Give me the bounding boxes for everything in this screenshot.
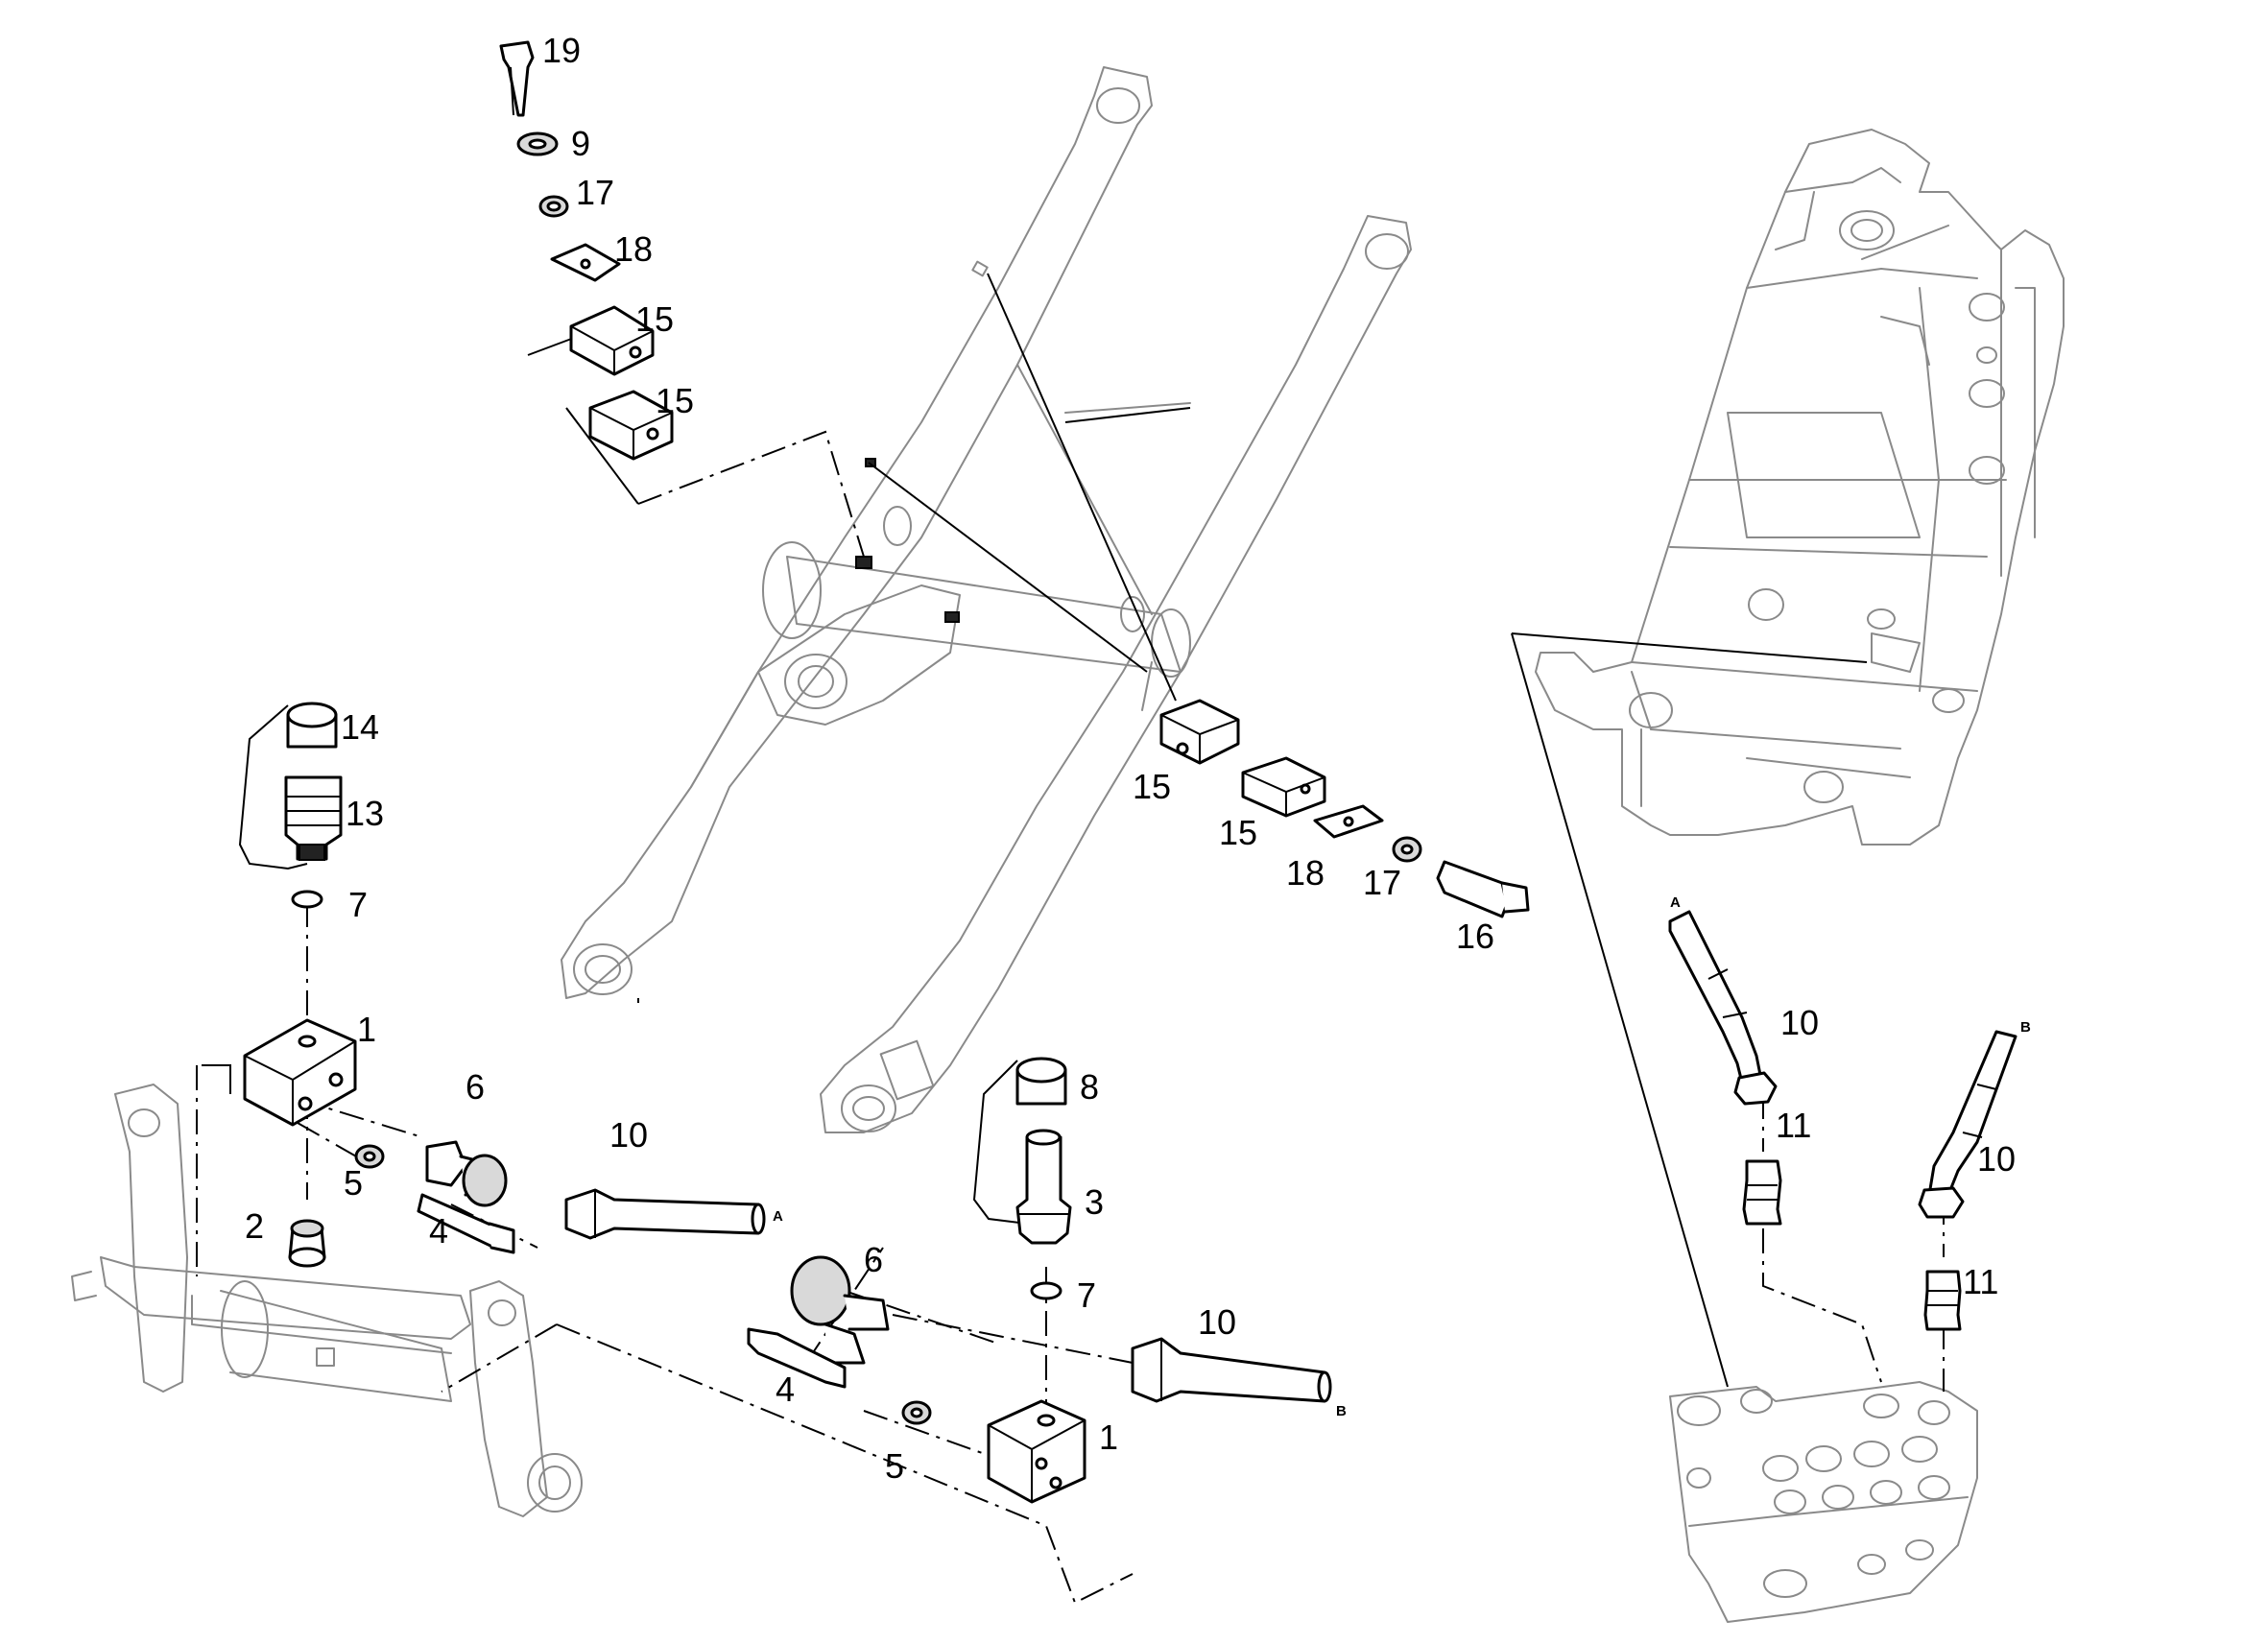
callout-11: 11 [1776, 1106, 1811, 1145]
fitting-11-a [1742, 1159, 1782, 1226]
port-label-a-right: A [1670, 894, 1681, 911]
callout-1: 1 [1099, 1418, 1118, 1457]
control-valve [1669, 1381, 1978, 1623]
callout-9: 9 [571, 124, 590, 163]
callout-10: 10 [1780, 1003, 1819, 1042]
callout-17: 17 [1363, 863, 1401, 902]
callout-17: 17 [576, 173, 614, 212]
block-15-right-b [1241, 756, 1326, 818]
dust-cap-8 [1015, 1057, 1067, 1106]
callout-labels: 19 9 17 18 15 15 14 13 7 1 6 5 4 2 10 15… [245, 31, 2031, 1486]
elbow-6-left [425, 1140, 508, 1207]
washer-17-top [538, 195, 569, 218]
callout-11: 11 [1963, 1262, 1998, 1301]
callout-2: 2 [245, 1206, 264, 1246]
o-ring-7-right [1030, 1281, 1062, 1300]
callout-10: 10 [1198, 1302, 1236, 1342]
callout-15: 15 [656, 381, 694, 420]
callout-7: 7 [348, 885, 368, 924]
plate-18-top [550, 243, 621, 282]
callout-4: 4 [429, 1211, 448, 1251]
port-label-b-right: B [2020, 1019, 2031, 1036]
callout-4: 4 [776, 1370, 795, 1409]
bolt-16 [1436, 860, 1530, 918]
callout-3: 3 [1085, 1182, 1104, 1222]
callout-6: 6 [864, 1240, 883, 1279]
chassis-frame [1535, 129, 2065, 846]
hose-10-right [1131, 1337, 1332, 1403]
callout-15: 15 [635, 299, 674, 339]
hose-10-a [1668, 910, 1778, 1106]
fitting-11-b [1923, 1270, 1962, 1331]
callout-19: 19 [542, 31, 581, 70]
callout-7: 7 [1077, 1275, 1096, 1315]
callout-18: 18 [614, 229, 653, 269]
port-label-a-left: A [773, 1208, 783, 1225]
bolt-4-right [747, 1327, 847, 1389]
block-1-right [987, 1399, 1086, 1504]
coupler-3 [1015, 1129, 1072, 1245]
bolt-19 [499, 40, 535, 117]
callout-10: 10 [609, 1115, 648, 1155]
washer-5-right [901, 1400, 932, 1425]
hose-10-left [564, 1188, 766, 1240]
callout-15: 15 [1219, 813, 1257, 852]
hose-10-b [1918, 1030, 2017, 1219]
callout-1: 1 [357, 1010, 376, 1049]
loader-arm-frame [561, 66, 1412, 1133]
callout-8: 8 [1080, 1067, 1099, 1107]
block-15-right-a [1159, 699, 1240, 765]
callout-16: 16 [1456, 917, 1494, 956]
plug-2 [288, 1219, 326, 1268]
lift-cylinder [71, 1084, 583, 1517]
callout-14: 14 [341, 707, 379, 747]
callout-6: 6 [466, 1067, 485, 1107]
washer-9 [516, 131, 559, 156]
callout-10: 10 [1977, 1139, 2016, 1179]
assembly-lines [196, 430, 1945, 1605]
elbow-6-right [790, 1255, 890, 1365]
block-15-top-b [588, 390, 674, 461]
callout-18: 18 [1286, 853, 1325, 893]
leader-lines [202, 273, 1868, 1388]
washer-5-left [354, 1144, 385, 1169]
block-1-left [243, 1018, 357, 1127]
o-ring-7-left [291, 890, 323, 909]
callout-15: 15 [1133, 767, 1171, 806]
block-15-top-a [569, 305, 655, 376]
dust-cap-14 [286, 702, 338, 749]
callout-5: 5 [344, 1163, 363, 1203]
retaining-wire-14 [238, 704, 308, 870]
bolt-4-left [417, 1193, 515, 1254]
quick-coupling-13 [284, 775, 343, 861]
washer-17-right [1392, 836, 1422, 863]
plate-18-right [1313, 804, 1384, 839]
callout-5: 5 [885, 1446, 904, 1486]
port-label-b-left: B [1336, 1403, 1347, 1419]
callout-13: 13 [346, 794, 384, 833]
